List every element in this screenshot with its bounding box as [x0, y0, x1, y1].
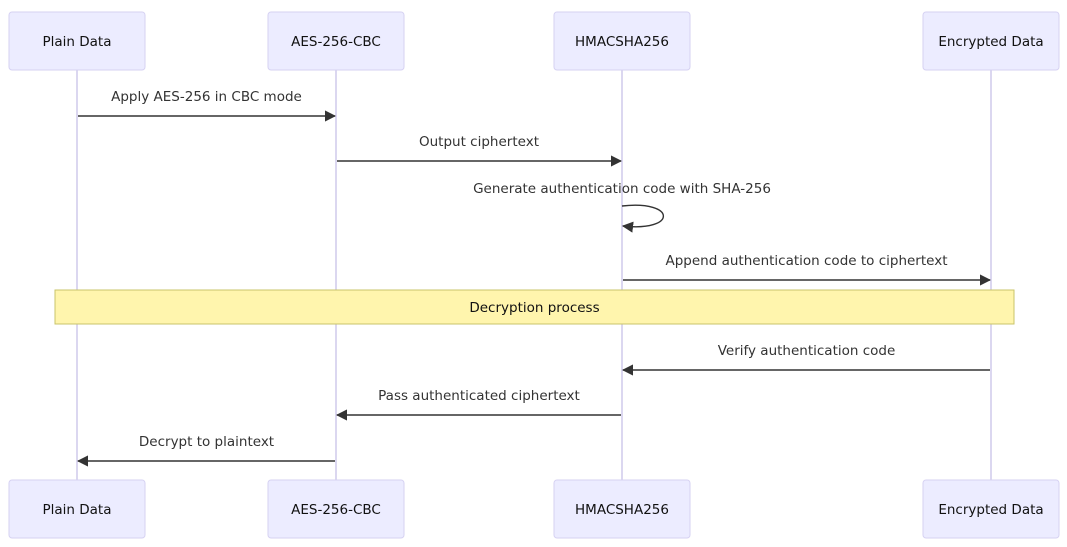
- participant-aes-top: AES-256-CBC: [267, 11, 405, 71]
- message-5: Verify authentication code: [621, 343, 990, 376]
- message-2: Output ciphertext: [337, 134, 623, 167]
- message-label: Apply AES-256 in CBC mode: [111, 89, 302, 105]
- message-label: Generate authentication code with SHA-25…: [473, 181, 771, 197]
- participant-box: [267, 11, 405, 71]
- note-label: Decryption process: [469, 300, 599, 316]
- participant-box: [267, 479, 405, 539]
- participant-hmac-bottom: HMACSHA256: [553, 479, 691, 539]
- participant-box: [553, 11, 691, 71]
- message-label: Decrypt to plaintext: [139, 434, 274, 450]
- note-box: [54, 289, 1015, 325]
- message-7: Decrypt to plaintext: [76, 434, 335, 467]
- participant-box: [922, 479, 1060, 539]
- participant-label: HMACSHA256: [575, 34, 669, 50]
- participant-label: AES-256-CBC: [291, 502, 381, 518]
- message-label: Verify authentication code: [718, 343, 896, 359]
- message-1: Apply AES-256 in CBC mode: [78, 89, 337, 122]
- participant-aes-bottom: AES-256-CBC: [267, 479, 405, 539]
- participant-plain-bottom: Plain Data: [8, 479, 146, 539]
- participant-box: [553, 479, 691, 539]
- participant-label: Plain Data: [43, 502, 112, 518]
- participant-box: [8, 479, 146, 539]
- message-3: Generate authentication code with SHA-25…: [473, 181, 771, 233]
- participant-label: AES-256-CBC: [291, 34, 381, 50]
- participant-enc-bottom: Encrypted Data: [922, 479, 1060, 539]
- participant-label: Encrypted Data: [938, 34, 1043, 50]
- participant-hmac-top: HMACSHA256: [553, 11, 691, 71]
- participant-plain-top: Plain Data: [8, 11, 146, 71]
- participant-enc-top: Encrypted Data: [922, 11, 1060, 71]
- participant-box: [8, 11, 146, 71]
- message-6: Pass authenticated ciphertext: [335, 388, 621, 421]
- participant-box: [922, 11, 1060, 71]
- note-decryption-process: Decryption process: [54, 289, 1015, 325]
- message-label: Append authentication code to ciphertext: [665, 253, 947, 269]
- message-label: Pass authenticated ciphertext: [378, 388, 580, 404]
- participant-label: Encrypted Data: [938, 502, 1043, 518]
- message-4: Append authentication code to ciphertext: [623, 253, 992, 286]
- message-label: Output ciphertext: [419, 134, 539, 150]
- participant-label: Plain Data: [43, 34, 112, 50]
- participant-label: HMACSHA256: [575, 502, 669, 518]
- self-message-arrow: [621, 204, 665, 233]
